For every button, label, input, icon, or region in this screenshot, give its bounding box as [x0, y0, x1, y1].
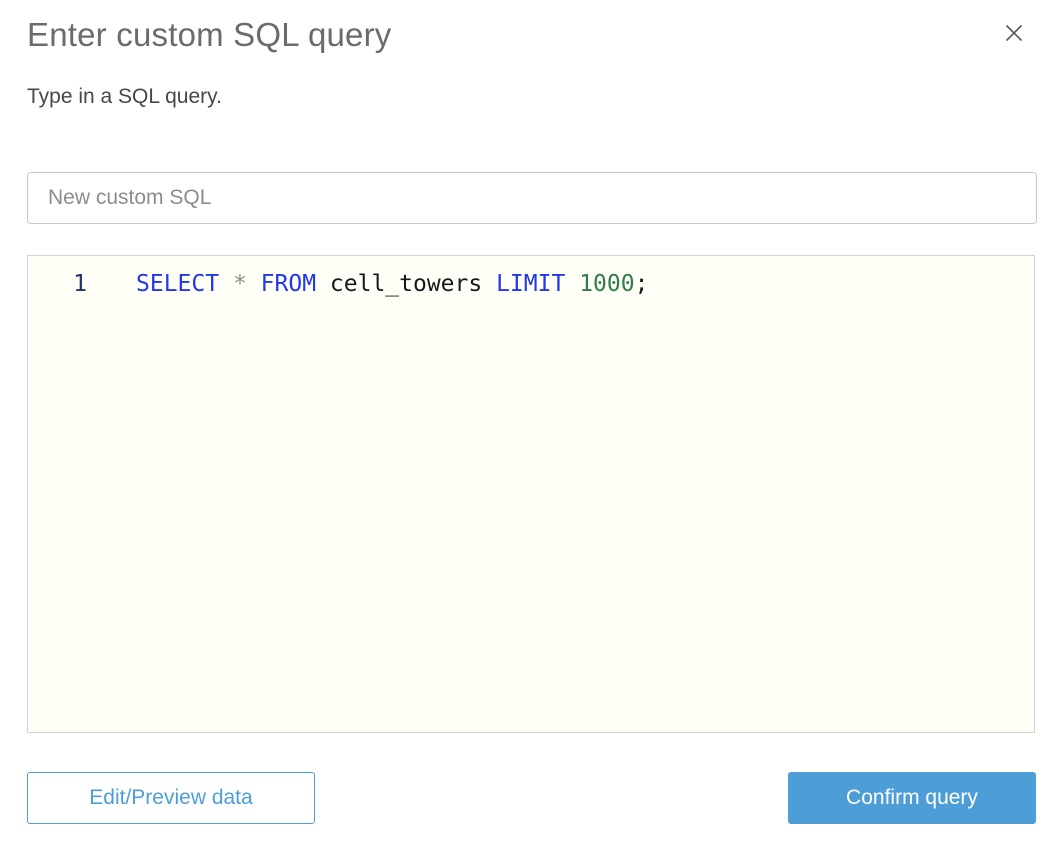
- sql-code-line: SELECT * FROM cell_towers LIMIT 1000;: [136, 271, 649, 297]
- dialog-title: Enter custom SQL query: [27, 16, 392, 53]
- close-button[interactable]: [1001, 20, 1027, 46]
- line-number: 1: [73, 271, 87, 297]
- query-name-input[interactable]: [27, 172, 1037, 224]
- close-icon: [1004, 23, 1024, 43]
- confirm-query-button[interactable]: Confirm query: [788, 772, 1036, 824]
- dialog-subtitle: Type in a SQL query.: [27, 85, 222, 108]
- sql-code-editor[interactable]: 1 SELECT * FROM cell_towers LIMIT 1000;: [27, 255, 1035, 733]
- code-line: 1 SELECT * FROM cell_towers LIMIT 1000;: [28, 256, 1034, 299]
- edit-preview-data-button[interactable]: Edit/Preview data: [27, 772, 315, 824]
